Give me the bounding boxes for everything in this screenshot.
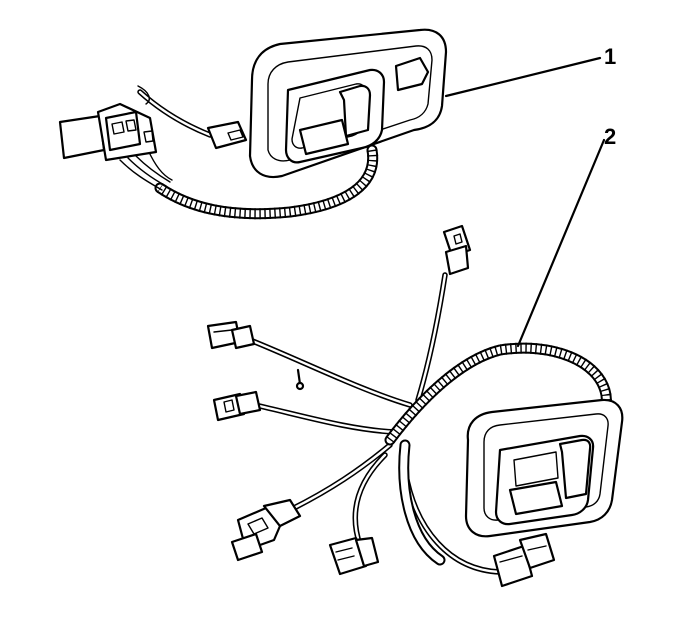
lower-branch-wires bbox=[247, 272, 503, 575]
lower-seat-switch-knob bbox=[494, 434, 595, 526]
upper-small-connector bbox=[206, 120, 248, 150]
callout-1-label: 1 bbox=[604, 44, 616, 69]
lower-connector-b bbox=[212, 390, 262, 422]
upper-seat-switch-knob bbox=[284, 68, 386, 164]
callout-2-label: 2 bbox=[604, 124, 616, 149]
lower-connector-d bbox=[328, 536, 380, 576]
switch-assembly-upper bbox=[58, 28, 448, 220]
lower-top-connector bbox=[442, 224, 472, 276]
upper-memory-button bbox=[394, 56, 430, 92]
upper-harness-loom bbox=[154, 144, 379, 220]
switch-assembly-lower bbox=[206, 224, 624, 588]
callout-2: 2 bbox=[516, 124, 616, 348]
callout-2-leader bbox=[516, 138, 606, 348]
lower-harness-loom bbox=[384, 342, 614, 566]
upper-large-connector bbox=[58, 102, 158, 162]
lower-connector-a bbox=[206, 320, 305, 391]
upper-pigtail-wire bbox=[137, 85, 213, 138]
callout-1: 1 bbox=[444, 44, 616, 98]
callout-1-leader bbox=[444, 56, 602, 98]
lower-connector-e bbox=[492, 532, 556, 588]
lower-connector-c bbox=[230, 498, 302, 562]
